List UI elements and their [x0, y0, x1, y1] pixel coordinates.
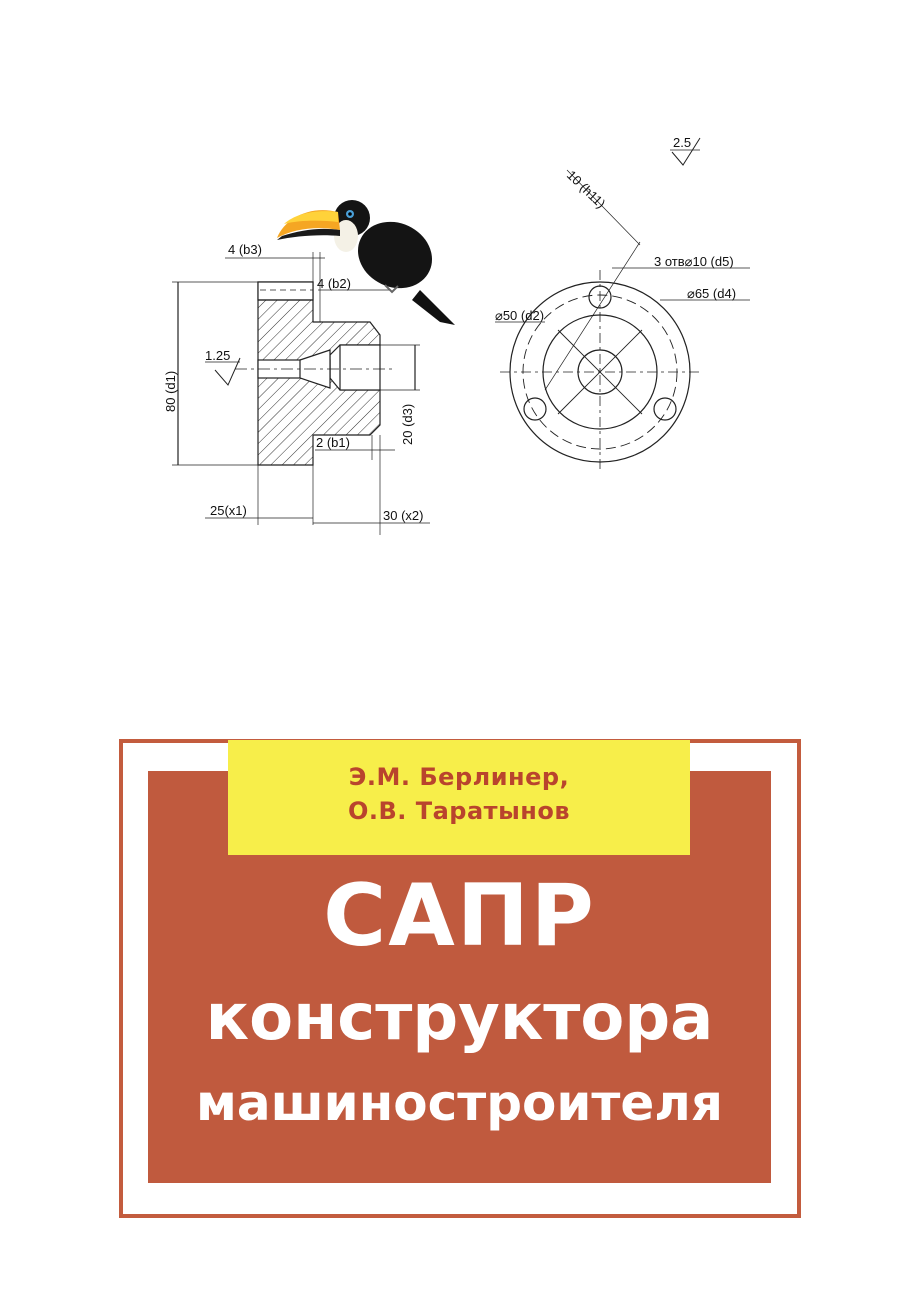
dim-h11: 10 (h11): [564, 167, 609, 211]
section-view: [172, 252, 430, 535]
dim-d1: 80 (d1): [163, 371, 178, 412]
dim-b2: 4 (b2): [317, 276, 351, 291]
dim-x2: 30 (x2): [383, 508, 423, 523]
dim-b1: 2 (b1): [316, 435, 350, 450]
title-line-1: САПР: [323, 866, 596, 966]
authors-box: Э.М. Берлинер, О.В. Таратынов: [228, 740, 690, 855]
roughness-left: 1.25: [205, 348, 230, 363]
author-2: О.В. Таратынов: [347, 797, 571, 825]
dim-d4: ⌀65 (d4): [687, 286, 736, 301]
dim-b3: 4 (b3): [228, 242, 262, 257]
author-1: Э.М. Берлинер,: [348, 763, 570, 791]
dim-d3: 20 (d3): [400, 404, 415, 445]
roughness-top: 2.5: [673, 135, 691, 150]
dim-d2: ⌀50 (d2): [495, 308, 544, 323]
title-line-2: конструктора: [205, 981, 714, 1055]
dim-x1: 25(x1): [210, 503, 247, 518]
front-view-labels: 2.5 10 (h11) 3 отв⌀10 (d5) ⌀65 (d4) ⌀50 …: [495, 135, 736, 323]
dim-d5: 3 отв⌀10 (d5): [654, 254, 734, 269]
front-view: [495, 137, 750, 470]
technical-drawing: 4 (b3) 4 (b2) 2 (b1) 1.25 80 (d1) 20 (d3…: [163, 135, 750, 535]
toucan-illustration: [277, 200, 455, 325]
section-view-labels: 4 (b3) 4 (b2) 2 (b1) 1.25 80 (d1) 20 (d3…: [163, 242, 423, 523]
title-line-3: машиностроителя: [195, 1074, 724, 1132]
